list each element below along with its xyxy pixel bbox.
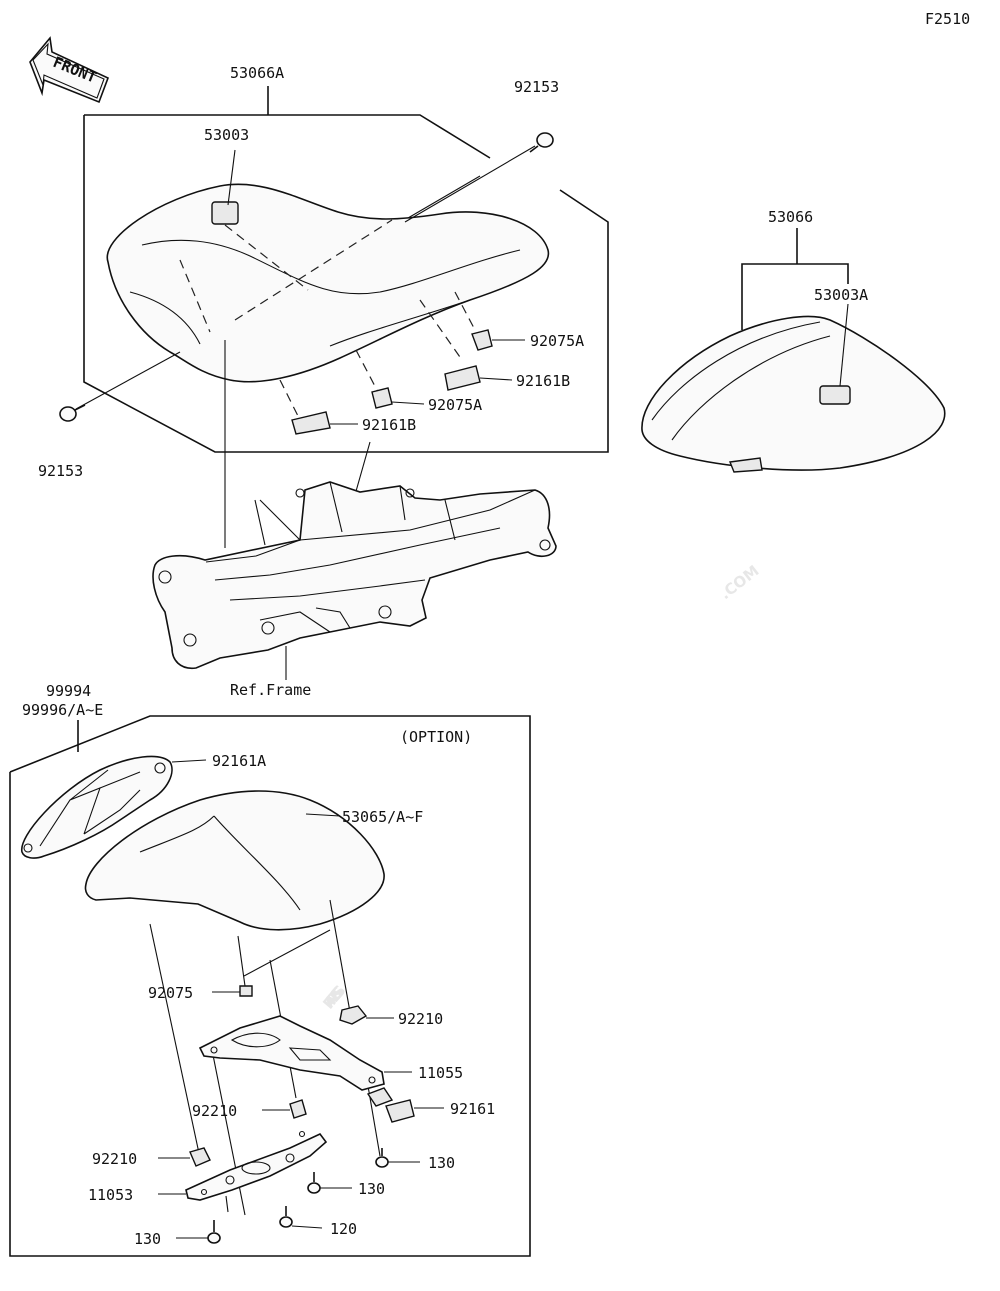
label-seat-cowl: 53065/A~F (342, 808, 423, 826)
collar-icon (289, 1099, 307, 1119)
screw-icon (529, 132, 554, 153)
label-option-title: (OPTION) (400, 728, 472, 746)
collar-icon (189, 1147, 211, 1167)
watermark-brand: PARTSSS (319, 982, 349, 1012)
rear-seat-cover-tag-icon (819, 385, 851, 405)
label-cowl-hook-a: 92161A (212, 752, 266, 770)
cowl-frame (21, 755, 173, 859)
label-option-kit-1: 99994 (46, 682, 91, 700)
label-cowl-screw: 120 (330, 1220, 357, 1238)
label-rear-seat-cover: 53003A (814, 286, 868, 304)
label-cowl-bracket: 11055 (418, 1064, 463, 1082)
label-seat-assy: 53066A (230, 64, 284, 82)
damper-icon (471, 329, 493, 351)
frame-group: Ref.Frame (152, 481, 557, 699)
bolt-icon (307, 1172, 321, 1194)
label-cowl-damper: 92075 (148, 984, 193, 1002)
rear-frame (152, 481, 557, 670)
label-cowl-hook: 92161 (450, 1100, 495, 1118)
diagram-code: F2510 (925, 10, 970, 28)
label-seat-screw-left: 92153 (38, 462, 83, 480)
damper-icon (371, 387, 393, 409)
label-seat-screw-top: 92153 (514, 78, 559, 96)
option-group: 99994 99996/A~E (OPTION) 92161A 53065/A~… (9, 682, 531, 1257)
label-seat-hook-b1: 92161B (516, 372, 570, 390)
label-cowl-collar-m: 92210 (192, 1102, 237, 1120)
seat-cover-tag-icon (211, 201, 239, 225)
watermark-suffix: .COM (716, 562, 762, 604)
hook-icon (385, 1099, 415, 1123)
rear-seat (641, 315, 946, 471)
cowl-base-plate (185, 1133, 328, 1201)
label-seat-cover: 53003 (204, 126, 249, 144)
label-option-kit-2: 99996/A~E (22, 701, 103, 719)
label-rear-seat-assy: 53066 (768, 208, 813, 226)
front-seat (106, 183, 550, 383)
label-seat-damper-a1: 92075A (530, 332, 584, 350)
screw-icon (59, 404, 86, 422)
label-seat-hook-b2: 92161B (362, 416, 416, 434)
collar-icon (339, 1005, 368, 1025)
front-arrow-icon: FRONT (29, 36, 110, 104)
hook-icon (291, 411, 331, 435)
front-seat-group: 53066A 92153 53003 92075A 92161B 92075A … (38, 64, 609, 548)
label-seat-damper-a2: 92075A (428, 396, 482, 414)
label-cowl-bolt-l: 130 (134, 1230, 161, 1248)
label-cowl-bolt-m: 130 (358, 1180, 385, 1198)
bolt-icon (207, 1220, 221, 1244)
label-cowl-collar-l: 92210 (92, 1150, 137, 1168)
seat-cowl (84, 790, 385, 931)
damper-icon (239, 985, 253, 997)
watermark: PARTSSS .COM (319, 562, 762, 1013)
hook-icon (444, 365, 481, 391)
label-cowl-base-plate: 11053 (88, 1186, 133, 1204)
label-cowl-collar-r: 92210 (398, 1010, 443, 1028)
bolt-icon (375, 1148, 389, 1168)
screw-icon (279, 1206, 293, 1228)
label-cowl-bolt-r: 130 (428, 1154, 455, 1172)
hook-icon (366, 1087, 394, 1107)
label-ref-frame: Ref.Frame (230, 681, 311, 699)
rear-seat-group: 53066 53003A (641, 208, 946, 473)
